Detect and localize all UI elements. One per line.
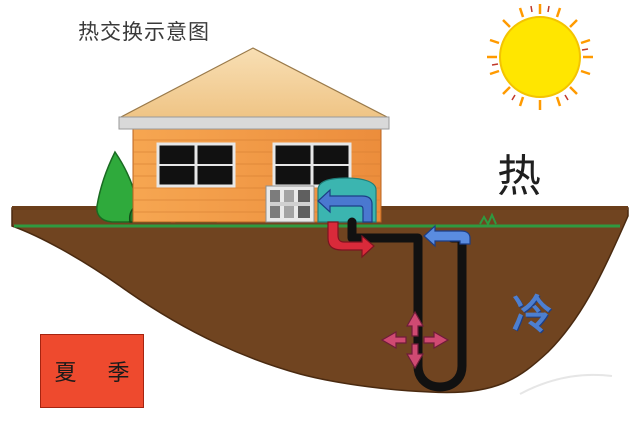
- hot-label: 热: [497, 151, 541, 202]
- cold-flow-arrow: [317, 188, 373, 223]
- heat-dissipation-arrows: [380, 310, 450, 370]
- grass-tuft: [479, 212, 497, 227]
- roof-trim: [118, 116, 390, 130]
- house-roof: [118, 47, 390, 119]
- diagram-title: 热交换示意图: [78, 20, 210, 44]
- watermark-streak: [519, 373, 613, 395]
- ground-soil: [11, 207, 629, 394]
- season-box: 夏 季: [40, 334, 144, 408]
- cold-label: 冷: [512, 291, 552, 338]
- return-flow-arrow: [423, 224, 471, 248]
- window-left: [156, 142, 236, 188]
- sun-icon: [487, 4, 593, 110]
- season-label: 夏 季: [54, 361, 142, 386]
- heat-pump-unit: [265, 185, 315, 223]
- hot-flow-arrow: [327, 221, 375, 259]
